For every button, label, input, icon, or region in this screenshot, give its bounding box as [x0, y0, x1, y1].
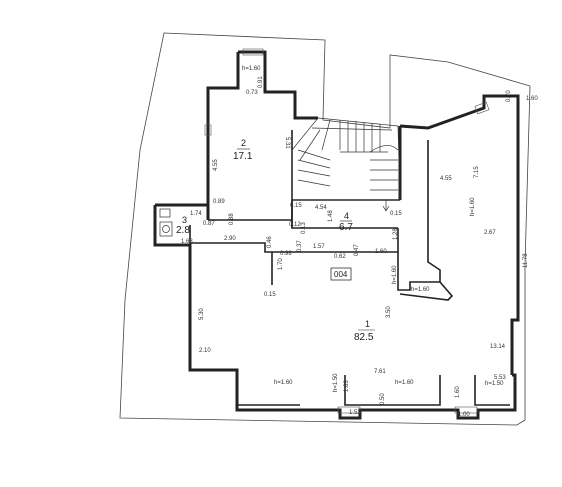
window-marks [204, 48, 490, 414]
dim-label: 1.60 [526, 96, 538, 102]
exterior-wall-bath [153, 205, 517, 420]
bottom-recess-wall [236, 375, 300, 406]
dim-label: h=1.60 [274, 380, 293, 386]
dim-label: 7.61 [374, 369, 386, 375]
dim-label: 0.15 [390, 211, 402, 217]
exterior-wall-room2 [206, 52, 240, 220]
dim-label: 1.60 [375, 249, 387, 255]
dim-label: 1.57 [313, 244, 325, 250]
room-1-number: 1 [365, 319, 370, 329]
dim-label: 1.63 [181, 239, 193, 245]
bathroom-fixtures [159, 208, 173, 237]
interior-partition-right [397, 140, 441, 291]
room-2-number: 2 [241, 138, 246, 148]
dim-label: 2.10 [199, 348, 211, 354]
dim-label: 1.52 [349, 410, 361, 416]
dim-label: h=1.60 [242, 66, 261, 72]
dim-label: h=1.60 [470, 197, 476, 216]
interior-wall-corridor [190, 242, 398, 253]
interior-bay-right [399, 281, 454, 301]
apartment-code-box [330, 267, 352, 281]
dim-label: 1.60 [455, 386, 461, 398]
dim-label: 0.70 [506, 90, 512, 102]
dim-label: 0.91 [258, 76, 264, 88]
dim-label: 0.87 [203, 221, 215, 227]
dim-label: 0.50 [380, 393, 386, 405]
staircase [291, 117, 401, 212]
dim-label: 11.78 [523, 253, 529, 268]
room-2-area: 17.1 [233, 151, 253, 162]
dim-label: h=1.60 [392, 265, 398, 284]
bottom-recess-wall-2 [344, 375, 441, 406]
room-3-number: 3 [182, 215, 187, 225]
dim-label: 5.30 [199, 308, 205, 320]
room-4-area: 6.7 [339, 222, 353, 233]
dim-label: 0.12 [289, 222, 301, 228]
apartment-code: 004 [334, 270, 348, 279]
dim-label: 0.62 [334, 254, 346, 260]
dim-label: 0.88 [229, 213, 235, 225]
dim-label: 1.74 [190, 211, 202, 217]
dim-label: 0.13 [301, 222, 307, 234]
dim-label: 2.67 [484, 230, 496, 236]
dim-label: 1.28 [393, 228, 399, 240]
dim-label: 4.55 [213, 159, 219, 171]
dim-label: h=1.50 [485, 381, 504, 387]
dim-label: 5.53 [494, 375, 506, 381]
room-1-area: 82.5 [354, 332, 374, 343]
dim-label: 0.46 [267, 236, 273, 248]
dim-label: 5.31 [284, 137, 290, 149]
dim-label: 4.55 [440, 176, 452, 182]
dim-label: 2.90 [224, 236, 236, 242]
dim-label: 0.15 [264, 292, 276, 298]
dim-label: 1.63 [344, 380, 350, 392]
dim-label: 1.70 [278, 258, 284, 270]
room-4-number: 4 [344, 211, 349, 221]
dim-label: h=1.50 [333, 373, 339, 392]
dim-label: h=1.60 [411, 287, 430, 293]
dim-label: 1.48 [328, 210, 334, 222]
dim-label: 1.00 [458, 412, 470, 418]
dim-label: 0.98 [280, 251, 292, 257]
dim-label: 0.15 [290, 203, 302, 209]
dim-label: h=1.60 [395, 380, 414, 386]
dim-label: 0.47 [354, 244, 360, 256]
site-boundary [119, 32, 531, 426]
dim-label: 4.54 [315, 205, 327, 211]
exterior-wall [238, 50, 318, 120]
dim-label: 0.89 [213, 199, 225, 205]
dim-label: 0.73 [246, 90, 258, 96]
exterior-wall-right [399, 94, 520, 375]
dim-label: 3.50 [386, 306, 392, 318]
bottom-recess-wall-3 [474, 375, 510, 406]
dim-label: 13.14 [490, 344, 506, 350]
dim-label: 7.15 [474, 166, 480, 178]
dim-label: 0.37 [297, 240, 303, 252]
room-3-area: 2.8 [176, 225, 190, 236]
